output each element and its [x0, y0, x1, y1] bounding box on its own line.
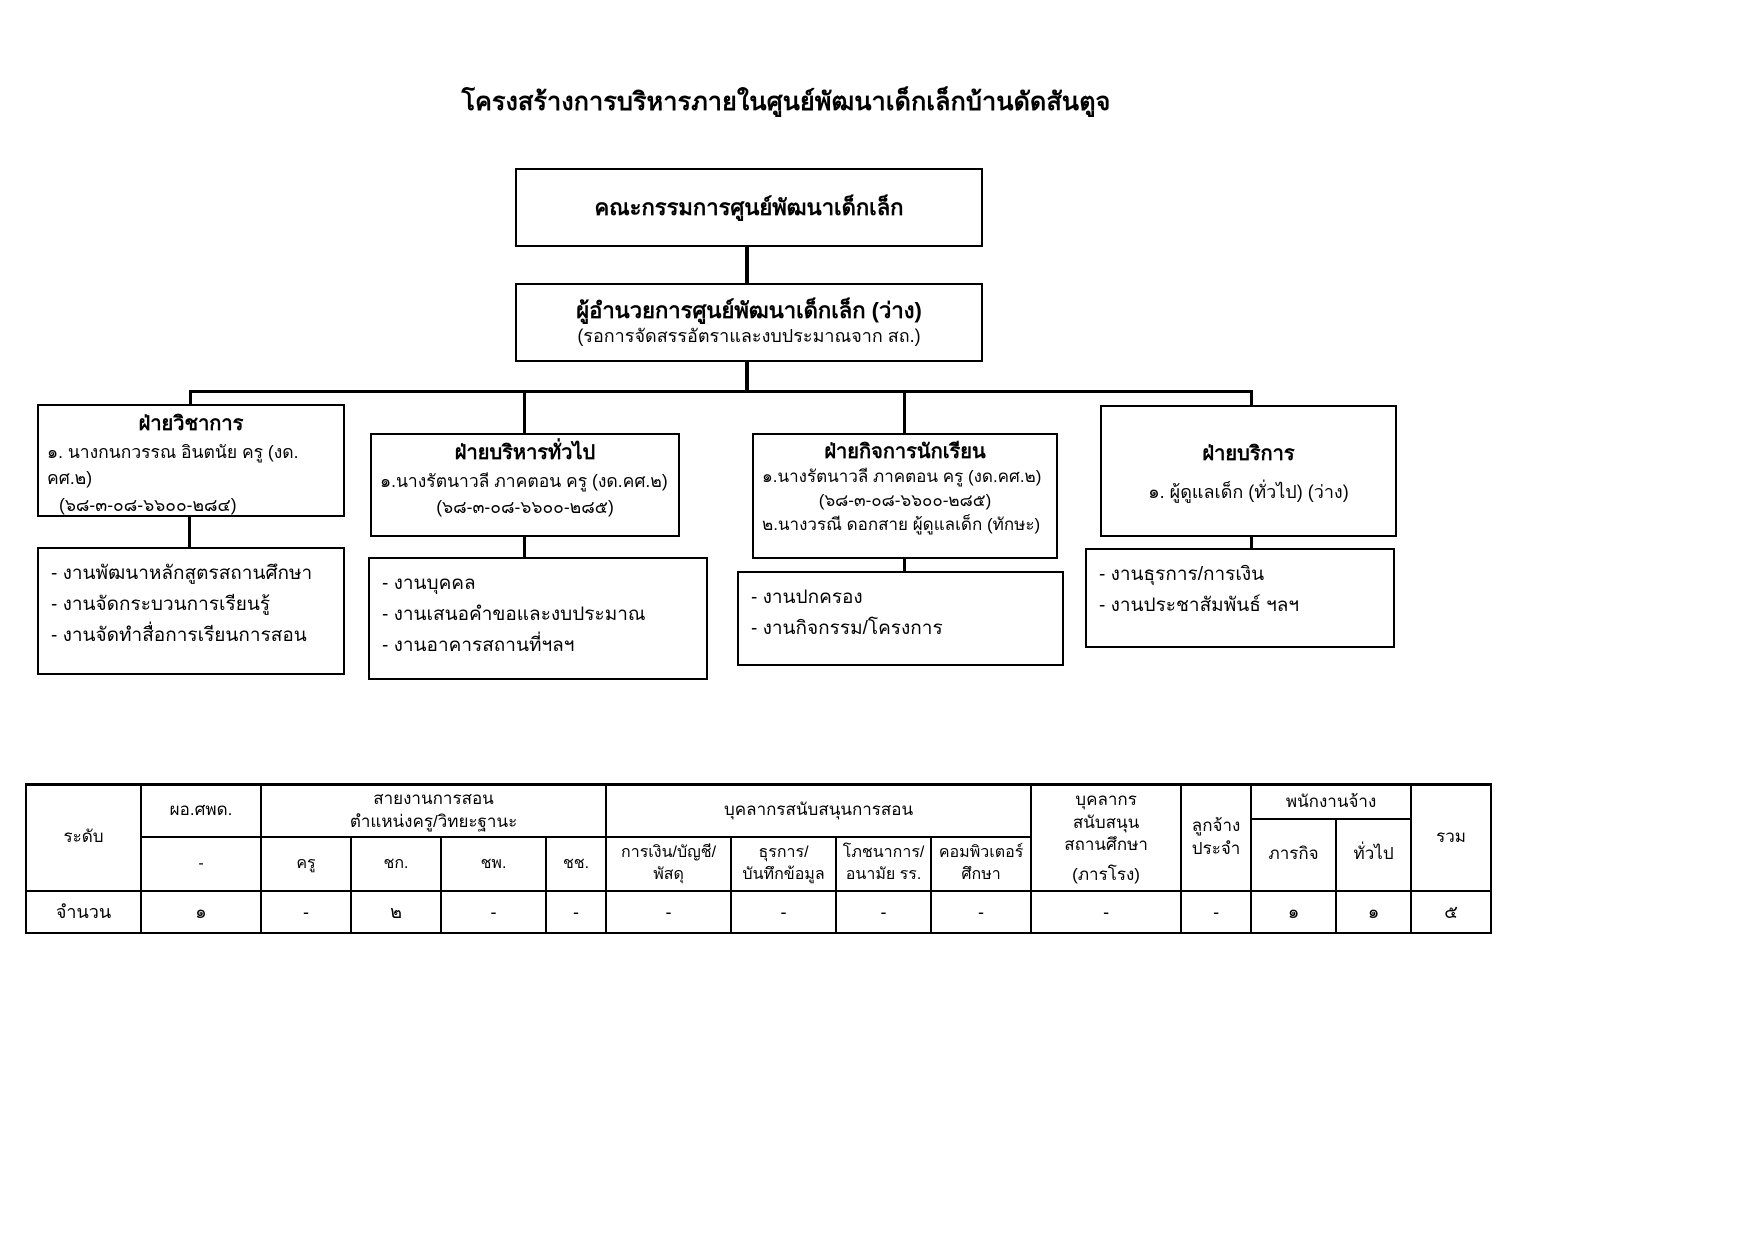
value-cell: -: [440, 889, 547, 934]
duty-box-academic: - งานพัฒนาหลักสูตรสถานศึกษา - งานจัดกระบ…: [37, 547, 345, 675]
staff-line: ๒.นางวรณี ดอกสาย ผู้ดูแลเด็ก (ทักษะ): [762, 515, 1041, 535]
row-label-cell: จำนวน: [25, 889, 142, 934]
duty-line: - งานบุคคล: [382, 573, 476, 594]
header-teaching-line1: สายงานการสอน: [373, 789, 494, 808]
staff-line: (๖๘-๓-๐๘-๖๖๐๐-๒๘๕): [436, 497, 614, 518]
header-support-school-line: สนับสนุน: [1072, 812, 1140, 832]
director-note: (รอการจัดสรรอัตราและงบประมาณจาก สถ.): [577, 325, 921, 346]
header-cell-permanent-employee: ลูกจ้าง ประจำ: [1180, 783, 1253, 892]
duty-line: - งานธุรการ/การเงิน: [1099, 564, 1265, 585]
subheader-line: อนามัย รร.: [845, 865, 922, 883]
subheader-cell-chop: ชพ.: [440, 835, 547, 892]
dept-box-academic: ฝ่ายวิชาการ ๑. นางกนกวรรณ อินตนัย ครู (ง…: [37, 404, 345, 517]
staffing-table: ระดับ ผอ.ศพด. สายงานการสอน ตำแหน่งครู/วิ…: [25, 783, 1493, 934]
connector-academic-duties: [188, 516, 191, 547]
duty-box-general-admin: - งานบุคคล - งานเสนอคำขอและงบประมาณ - งา…: [368, 557, 708, 680]
connector-drop-academic: [189, 390, 192, 404]
subheader-cell-director-dash: -: [140, 835, 262, 892]
connector-committee-director: [745, 246, 749, 283]
duty-line: - งานจัดทำสื่อการเรียนการสอน: [51, 624, 307, 646]
value-cell: ๕: [1410, 889, 1493, 934]
header-cell-teaching: สายงานการสอน ตำแหน่งครู/วิทยะฐานะ: [259, 783, 608, 838]
duty-line: - งานกิจกรรม/โครงการ: [751, 617, 943, 639]
page-title: โครงสร้างการบริหารภายในศูนย์พัฒนาเด็กเล็…: [461, 88, 1111, 116]
staff-line: ๑. ผู้ดูแลเด็ก (ทั่วไป) (ว่าง): [1148, 481, 1349, 502]
value-cell: -: [730, 889, 838, 934]
director-title: ผู้อำนวยการศูนย์พัฒนาเด็กเล็ก (ว่าง): [576, 298, 922, 324]
header-cell-hired-general: ทั่วไป: [1335, 818, 1413, 892]
committee-label: คณะกรรมการศูนย์พัฒนาเด็กเล็ก: [594, 195, 904, 220]
header-teaching-line2: ตำแหน่งครู/วิทยะฐานะ: [349, 811, 518, 831]
value-cell: -: [1180, 889, 1253, 934]
header-cell-support-teaching: บุคลากรสนับสนุนการสอน: [605, 783, 1033, 838]
subheader-cell-teacher: ครู: [260, 835, 352, 892]
value-cell: -: [1030, 889, 1183, 934]
director-box: ผู้อำนวยการศูนย์พัฒนาเด็กเล็ก (ว่าง) (รอ…: [515, 283, 983, 362]
subheader-cell-clerical: ธุรการ/ บันทึกข้อมูล: [730, 835, 838, 892]
header-cell-hired-mission: ภารกิจ: [1250, 818, 1338, 892]
subheader-line: บันทึกข้อมูล: [742, 865, 825, 883]
value-cell: -: [835, 889, 933, 934]
subheader-line: การเงิน/บัญชี/: [621, 844, 717, 862]
value-cell: ๑: [1250, 889, 1338, 934]
committee-box: คณะกรรมการศูนย์พัฒนาเด็กเล็ก: [515, 168, 983, 247]
connector-services-duties: [1250, 536, 1253, 548]
header-support-school-line: สถานศึกษา: [1064, 835, 1148, 855]
subheader-cell-nutrition: โภชนาการ/ อนามัย รร.: [835, 835, 933, 892]
duty-line: - งานจัดกระบวนการเรียนรู้: [51, 593, 271, 615]
subheader-cell-finance: การเงิน/บัญชี/ พัสดุ: [605, 835, 733, 892]
connector-drop-general-admin: [523, 390, 526, 433]
staff-line: ๑.นางรัตนาวลี ภาคตอน ครู (งด.คศ.๒): [380, 471, 668, 491]
value-cell: -: [544, 889, 608, 934]
subheader-line: โภชนาการ/: [842, 844, 925, 862]
duty-line: - งานปกครอง: [751, 587, 863, 608]
header-support-school-line: (ภารโรง): [1072, 865, 1140, 885]
value-cell: -: [930, 889, 1033, 934]
value-cell: -: [605, 889, 733, 934]
header-cell-hired-workers: พนักงานจ้าง: [1250, 783, 1413, 820]
subheader-line: ศึกษา: [961, 865, 1001, 883]
staff-line: ๑. นางกนกวรรณ อินตนัย ครู (งด. คศ.๒): [47, 442, 299, 489]
header-cell-total: รวม: [1410, 783, 1493, 892]
value-cell: -: [260, 889, 352, 934]
subheader-cell-choch: ชช.: [544, 835, 608, 892]
subheader-line: คอมพิวเตอร์: [938, 844, 1024, 862]
staffing-table-wrapper: ระดับ ผอ.ศพด. สายงานการสอน ตำแหน่งครู/วิ…: [25, 783, 1493, 934]
header-permanent-line: ลูกจ้าง: [1191, 816, 1241, 835]
connector-director-bus: [745, 361, 749, 390]
subheader-line: ธุรการ/: [758, 844, 809, 862]
dept-box-student-affairs: ฝ่ายกิจการนักเรียน ๑.นางรัตนาวลี ภาคตอน …: [752, 433, 1058, 559]
connector-drop-student-affairs: [903, 390, 906, 433]
header-cell-director: ผอ.ศพด.: [140, 783, 262, 838]
duty-line: - งานพัฒนาหลักสูตรสถานศึกษา: [51, 563, 313, 584]
header-permanent-line: ประจำ: [1191, 838, 1241, 858]
duty-box-services: - งานธุรการ/การเงิน - งานประชาสัมพันธ์ ฯ…: [1085, 548, 1395, 648]
staff-line: ๑.นางรัตนาวลี ภาคตอน ครู (งด.คศ.๒): [762, 467, 1042, 486]
dept-title: ฝ่ายวิชาการ: [138, 413, 244, 435]
subheader-line: พัสดุ: [653, 865, 684, 883]
duty-line: - งานประชาสัมพันธ์ ฯลฯ: [1099, 594, 1300, 616]
dept-box-services: ฝ่ายบริการ ๑. ผู้ดูแลเด็ก (ทั่วไป) (ว่าง…: [1100, 405, 1397, 537]
staff-line: (๖๘-๓-๐๘-๖๖๐๐-๒๘๔): [59, 494, 237, 515]
duty-box-student-affairs: - งานปกครอง - งานกิจกรรม/โครงการ: [737, 571, 1064, 666]
value-cell: ๑: [1335, 889, 1413, 934]
dept-title: ฝ่ายบริการ: [1202, 442, 1295, 465]
dept-box-general-admin: ฝ่ายบริหารทั่วไป ๑.นางรัตนาวลี ภาคตอน คร…: [370, 433, 680, 537]
duty-line: - งานอาคารสถานที่ฯลฯ: [382, 634, 575, 656]
header-cell-support-school: บุคลากร สนับสนุน สถานศึกษา (ภารโรง): [1030, 783, 1183, 892]
header-cell-level: ระดับ: [25, 783, 142, 892]
subheader-cell-computer: คอมพิวเตอร์ ศึกษา: [930, 835, 1033, 892]
duty-line: - งานเสนอคำขอและงบประมาณ: [382, 603, 646, 625]
value-cell: ๒: [350, 889, 442, 934]
staff-line: (๖๘-๓-๐๘-๖๖๐๐-๒๘๕): [818, 491, 992, 511]
dept-title: ฝ่ายกิจการนักเรียน: [824, 441, 986, 463]
connector-student-affairs-duties: [903, 558, 906, 571]
dept-title: ฝ่ายบริหารทั่วไป: [454, 442, 596, 464]
header-support-school-line: บุคลากร: [1075, 789, 1137, 809]
connector-drop-services: [1250, 390, 1253, 405]
subheader-cell-chok: ชก.: [350, 835, 442, 892]
value-cell: ๑: [140, 889, 262, 934]
connector-horizontal-bus: [189, 390, 1253, 393]
connector-general-admin-duties: [523, 536, 526, 557]
